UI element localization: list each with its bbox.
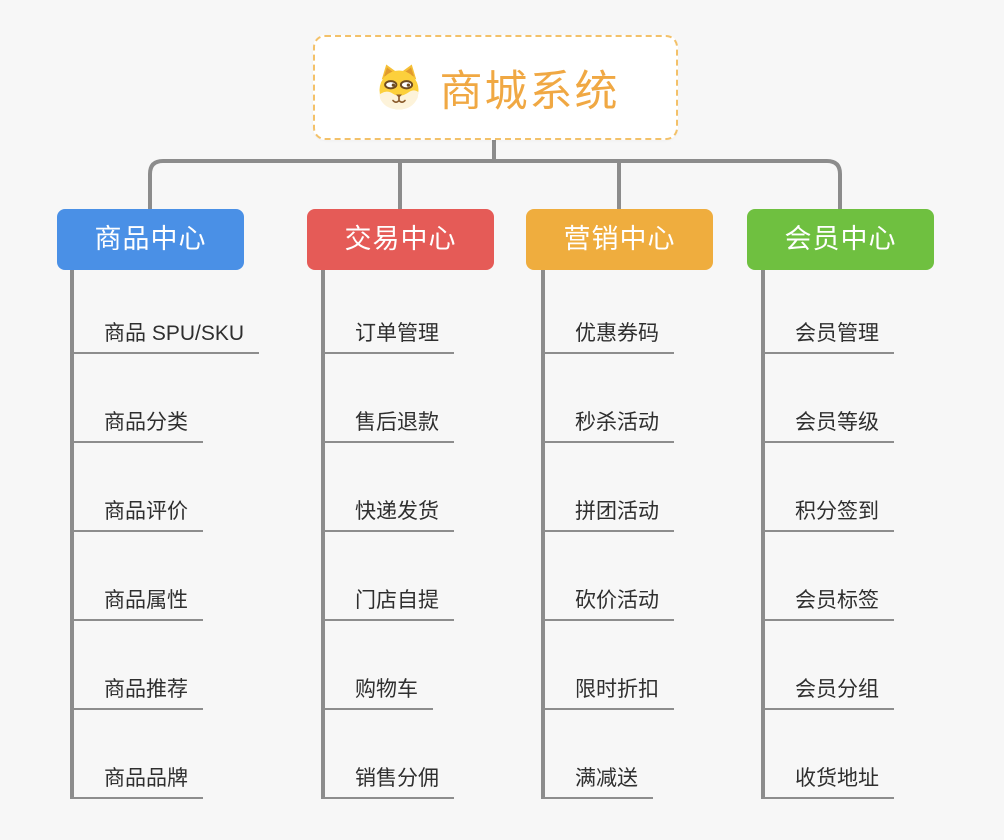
leaf-shopping-cart[interactable]: 购物车 xyxy=(323,677,433,710)
leaf-group-buy[interactable]: 拼团活动 xyxy=(543,499,674,532)
branch-marketing-center[interactable]: 营销中心 xyxy=(526,209,713,270)
leaf-full-reduction[interactable]: 满减送 xyxy=(543,766,653,799)
leaf-member-management[interactable]: 会员管理 xyxy=(763,321,894,354)
branch-product-center[interactable]: 商品中心 xyxy=(57,209,244,270)
branch-member-center[interactable]: 会员中心 xyxy=(747,209,934,270)
leaf-product-category[interactable]: 商品分类 xyxy=(72,410,203,443)
dog-face-icon xyxy=(372,63,426,113)
leaf-coupon-code[interactable]: 优惠券码 xyxy=(543,321,674,354)
leaf-aftersale-refund[interactable]: 售后退款 xyxy=(323,410,454,443)
leaf-express-delivery[interactable]: 快递发货 xyxy=(323,499,454,532)
leaf-member-tag[interactable]: 会员标签 xyxy=(763,588,894,621)
leaf-product-recommend[interactable]: 商品推荐 xyxy=(72,677,203,710)
leaf-bargain-activity[interactable]: 砍价活动 xyxy=(543,588,674,621)
leaf-order-management[interactable]: 订单管理 xyxy=(323,321,454,354)
leaf-member-group[interactable]: 会员分组 xyxy=(763,677,894,710)
leaf-flash-sale[interactable]: 秒杀活动 xyxy=(543,410,674,443)
leaf-product-spu-sku[interactable]: 商品 SPU/SKU xyxy=(72,321,260,354)
leaf-store-pickup[interactable]: 门店自提 xyxy=(323,588,454,621)
root-title: 商城系统 xyxy=(439,67,620,116)
leaf-member-level[interactable]: 会员等级 xyxy=(763,410,894,443)
root-node[interactable]: 商城系统 xyxy=(313,35,678,140)
leaf-shipping-address[interactable]: 收货地址 xyxy=(763,766,894,799)
leaf-product-attribute[interactable]: 商品属性 xyxy=(72,588,203,621)
leaf-points-checkin[interactable]: 积分签到 xyxy=(763,499,894,532)
leaf-limited-time-discount[interactable]: 限时折扣 xyxy=(543,677,674,710)
leaf-sales-commission[interactable]: 销售分佣 xyxy=(323,766,454,799)
leaf-product-brand[interactable]: 商品品牌 xyxy=(72,766,203,799)
leaf-product-review[interactable]: 商品评价 xyxy=(72,499,203,532)
branch-trade-center[interactable]: 交易中心 xyxy=(307,209,494,270)
